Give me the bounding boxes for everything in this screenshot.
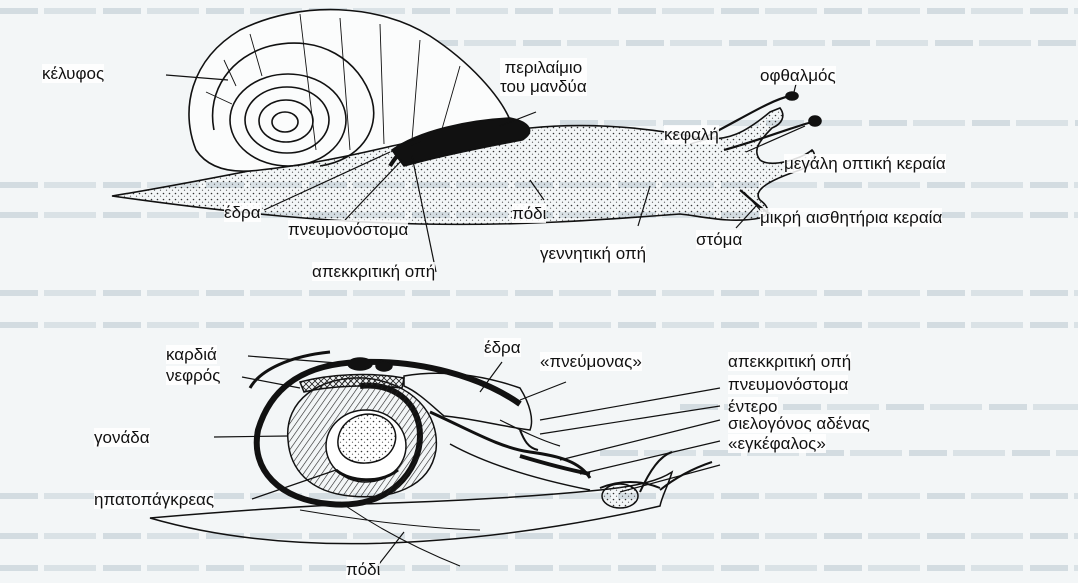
label-shell: κέλυφος (42, 64, 104, 83)
internal-leader-lines (214, 356, 720, 568)
label-excretory-opening-external: απεκκριτική οπή (312, 262, 435, 281)
eye-dot (786, 92, 798, 100)
label-large-optic-tentacle: μεγάλη οπτική κεραία (784, 154, 946, 173)
label-foot-internal: πόδι (346, 560, 380, 579)
label-lung: «πνεύμονας» (540, 352, 642, 371)
label-mouth: στόμα (696, 230, 742, 249)
label-gonad: γονάδα (94, 428, 150, 447)
heart-shape (348, 358, 372, 370)
pneumostome-shape (520, 430, 538, 450)
brain-shape (602, 484, 638, 508)
eye-dot (809, 116, 821, 126)
label-salivary-gland: σιελογόνος αδένας (728, 414, 870, 433)
label-anus-internal: έδρα (484, 338, 521, 357)
label-pneumostome-external: πνευμονόστομα (288, 220, 408, 239)
label-kidney: νεφρός (166, 366, 220, 385)
label-brain: «εγκέφαλος» (728, 434, 826, 453)
label-heart: καρδιά (166, 345, 217, 364)
label-head: κεφαλή (664, 125, 719, 144)
label-mantle-collar: περιλαίμιο του μανδύα (500, 58, 587, 96)
label-eye: οφθαλμός (760, 66, 836, 85)
label-foot-external: πόδι (512, 204, 546, 223)
external-snail (112, 10, 821, 225)
label-excretory-opening-internal: απεκκριτική οπή (728, 352, 851, 371)
label-anus-external: έδρα (224, 203, 261, 222)
salivary-gland (520, 456, 590, 474)
label-genital-opening: γεννητική οπή (540, 244, 646, 263)
label-hepatopancreas: ηπατοπάγκρεας (94, 490, 214, 509)
label-pneumostome-internal: πνευμονόστομα (728, 375, 848, 394)
label-small-sensory-tentacle: μικρή αισθητήρια κεραία (760, 208, 942, 227)
hepatopancreas-shape (338, 414, 396, 463)
internal-snail (150, 352, 712, 566)
